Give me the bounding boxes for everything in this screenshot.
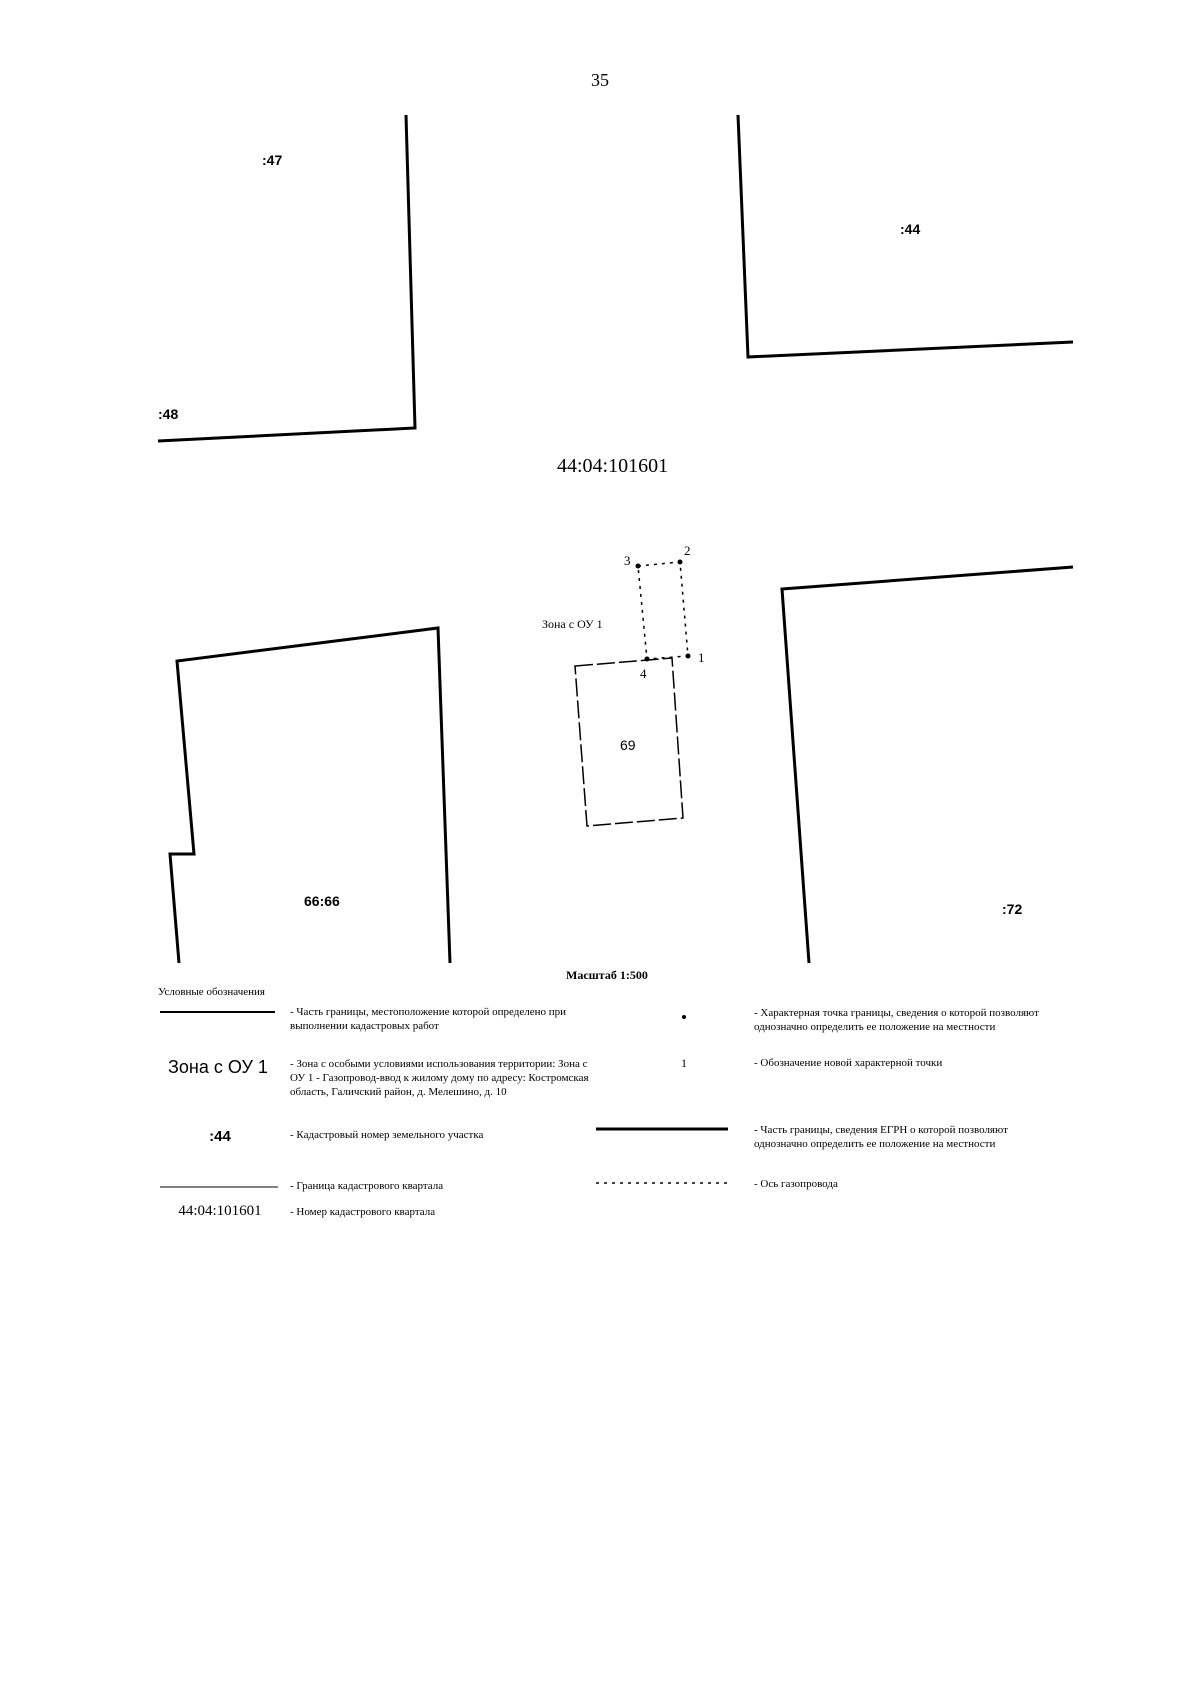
legend-new-point-text: - Обозначение новой характерной точки <box>754 1057 943 1069</box>
page-number: 35 <box>591 70 609 90</box>
zone-label: Зона с ОУ 1 <box>542 617 603 631</box>
legend-boundary-part-text: - Часть границы, местоположение которой … <box>290 1006 567 1032</box>
legend-title: Условные обозначения <box>158 986 265 998</box>
legend-gas-axis-text: - Ось газопровода <box>754 1178 838 1190</box>
legend-parcel-symbol: :44 <box>209 1128 231 1145</box>
parcel-boundary-69 <box>574 657 684 827</box>
legend-egrn-boundary-text: - Часть границы, сведения ЕГРН о которой… <box>754 1124 1008 1150</box>
point-label-4: 4 <box>640 666 647 681</box>
point-marker-2 <box>677 559 683 565</box>
parcel-boundary-44 <box>736 114 1074 359</box>
point-label-1: 1 <box>698 650 705 665</box>
legend-char-point-text: - Характерная точка границы, сведения о … <box>754 1007 1039 1033</box>
legend-char-point-symbol <box>682 1015 686 1019</box>
parcel-label-69: 69 <box>620 737 636 753</box>
point-label-3: 3 <box>624 553 631 568</box>
point-label-2: 2 <box>684 543 691 558</box>
parcel-label-72: :72 <box>1002 901 1023 917</box>
legend-quarter-text: - Номер кадастрового квартала <box>290 1206 436 1218</box>
parcel-label-48: :48 <box>158 406 179 422</box>
gas-zone-boundary <box>637 561 689 660</box>
parcel-label-47: :47 <box>262 152 283 168</box>
parcel-boundary-66 <box>168 626 452 964</box>
legend-new-point-symbol: 1 <box>681 1056 687 1070</box>
legend-quarter-symbol: 44:04:101601 <box>178 1203 262 1219</box>
point-marker-4 <box>644 656 650 662</box>
legend-quarter-boundary-text: - Граница кадастрового квартала <box>290 1180 444 1192</box>
point-marker-1 <box>685 653 691 659</box>
legend-parcel-text: - Кадастровый номер земельного участка <box>290 1129 484 1141</box>
point-marker-3 <box>635 563 641 569</box>
cadastral-quarter-number: 44:04:101601 <box>557 455 669 477</box>
parcel-boundary-72 <box>780 565 1074 964</box>
map-scale: Масштаб 1:500 <box>566 968 648 982</box>
parcel-label-66: 66:66 <box>304 893 340 909</box>
parcel-boundary-47 <box>157 114 417 443</box>
legend-zone-symbol: Зона с ОУ 1 <box>168 1057 268 1077</box>
parcel-label-44: :44 <box>900 221 921 237</box>
legend-zone-text: - Зона с особыми условиями использования… <box>290 1058 589 1098</box>
